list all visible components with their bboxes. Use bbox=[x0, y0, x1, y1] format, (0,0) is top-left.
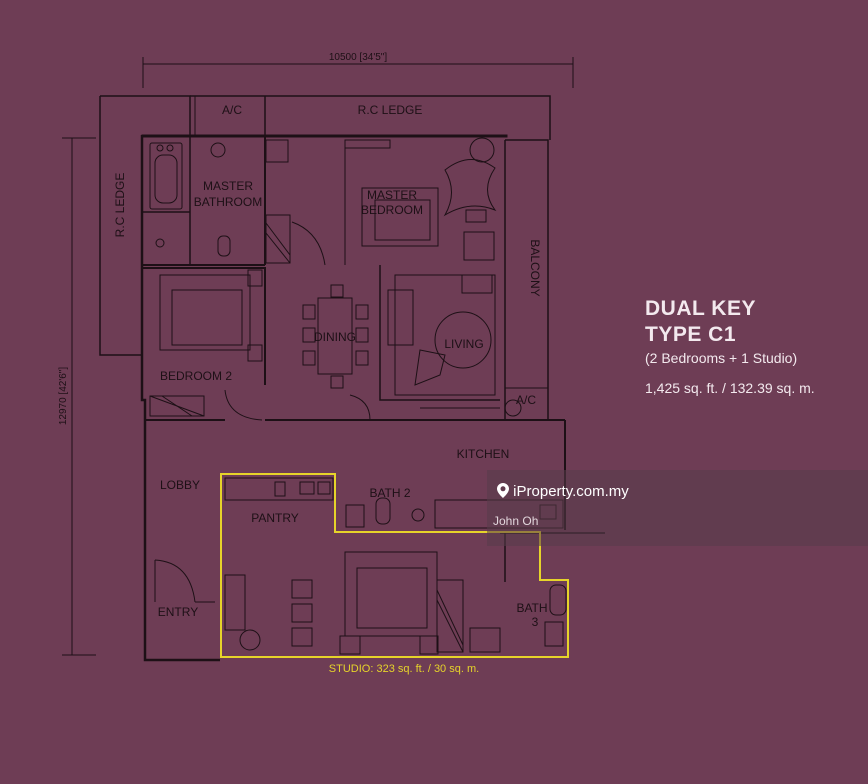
ac-right-label: A/C bbox=[516, 393, 536, 407]
watermark-logo: iProperty.com.my bbox=[497, 483, 629, 500]
height-dimension bbox=[62, 137, 96, 656]
bath-2-label: BATH 2 bbox=[369, 486, 410, 500]
master-bedroom-label-1: MASTER bbox=[367, 188, 417, 202]
walls bbox=[99, 95, 605, 662]
living-label: LIVING bbox=[444, 337, 483, 351]
furniture bbox=[149, 137, 567, 655]
pantry-label: PANTRY bbox=[251, 511, 299, 525]
ac-top-label: A/C bbox=[222, 103, 242, 117]
lobby-label: LOBBY bbox=[160, 478, 200, 492]
unit-subtitle: (2 Bedrooms + 1 Studio) bbox=[645, 350, 798, 366]
studio-outline bbox=[220, 473, 569, 658]
bath-3-label-2: 3 bbox=[532, 615, 539, 629]
entry-label: ENTRY bbox=[158, 605, 198, 619]
balcony-label: BALCONY bbox=[528, 239, 542, 296]
unit-area: 1,425 sq. ft. / 132.39 sq. m. bbox=[645, 380, 815, 396]
rc-ledge-top-label: R.C LEDGE bbox=[358, 103, 423, 117]
kitchen-label: KITCHEN bbox=[457, 447, 510, 461]
bedroom-2-label: BEDROOM 2 bbox=[160, 369, 232, 383]
master-bedroom-label-2: BEDROOM bbox=[361, 203, 423, 217]
height-dimension-label: 12970 [42'6"] bbox=[58, 367, 69, 426]
bath-3-label-1: BATH bbox=[516, 601, 547, 615]
unit-title-line-1: DUAL KEY bbox=[645, 297, 756, 320]
watermark: iProperty.com.my John Oh bbox=[487, 470, 868, 546]
master-bathroom-label-2: BATHROOM bbox=[194, 195, 262, 209]
width-dimension-label: 10500 [34'5"] bbox=[329, 52, 388, 63]
rc-ledge-left-label: R.C LEDGE bbox=[113, 173, 127, 238]
unit-info: DUAL KEY TYPE C1 (2 Bedrooms + 1 Studio)… bbox=[645, 296, 815, 396]
location-pin-icon bbox=[497, 483, 509, 498]
master-bathroom-label-1: MASTER bbox=[203, 179, 253, 193]
unit-title-line-2: TYPE C1 bbox=[645, 323, 737, 346]
watermark-user: John Oh bbox=[493, 514, 539, 528]
dining-label: DINING bbox=[314, 330, 356, 344]
width-dimension bbox=[142, 57, 574, 88]
watermark-logo-text: iProperty.com.my bbox=[513, 483, 629, 500]
studio-caption: STUDIO: 323 sq. ft. / 30 sq. m. bbox=[329, 663, 479, 675]
